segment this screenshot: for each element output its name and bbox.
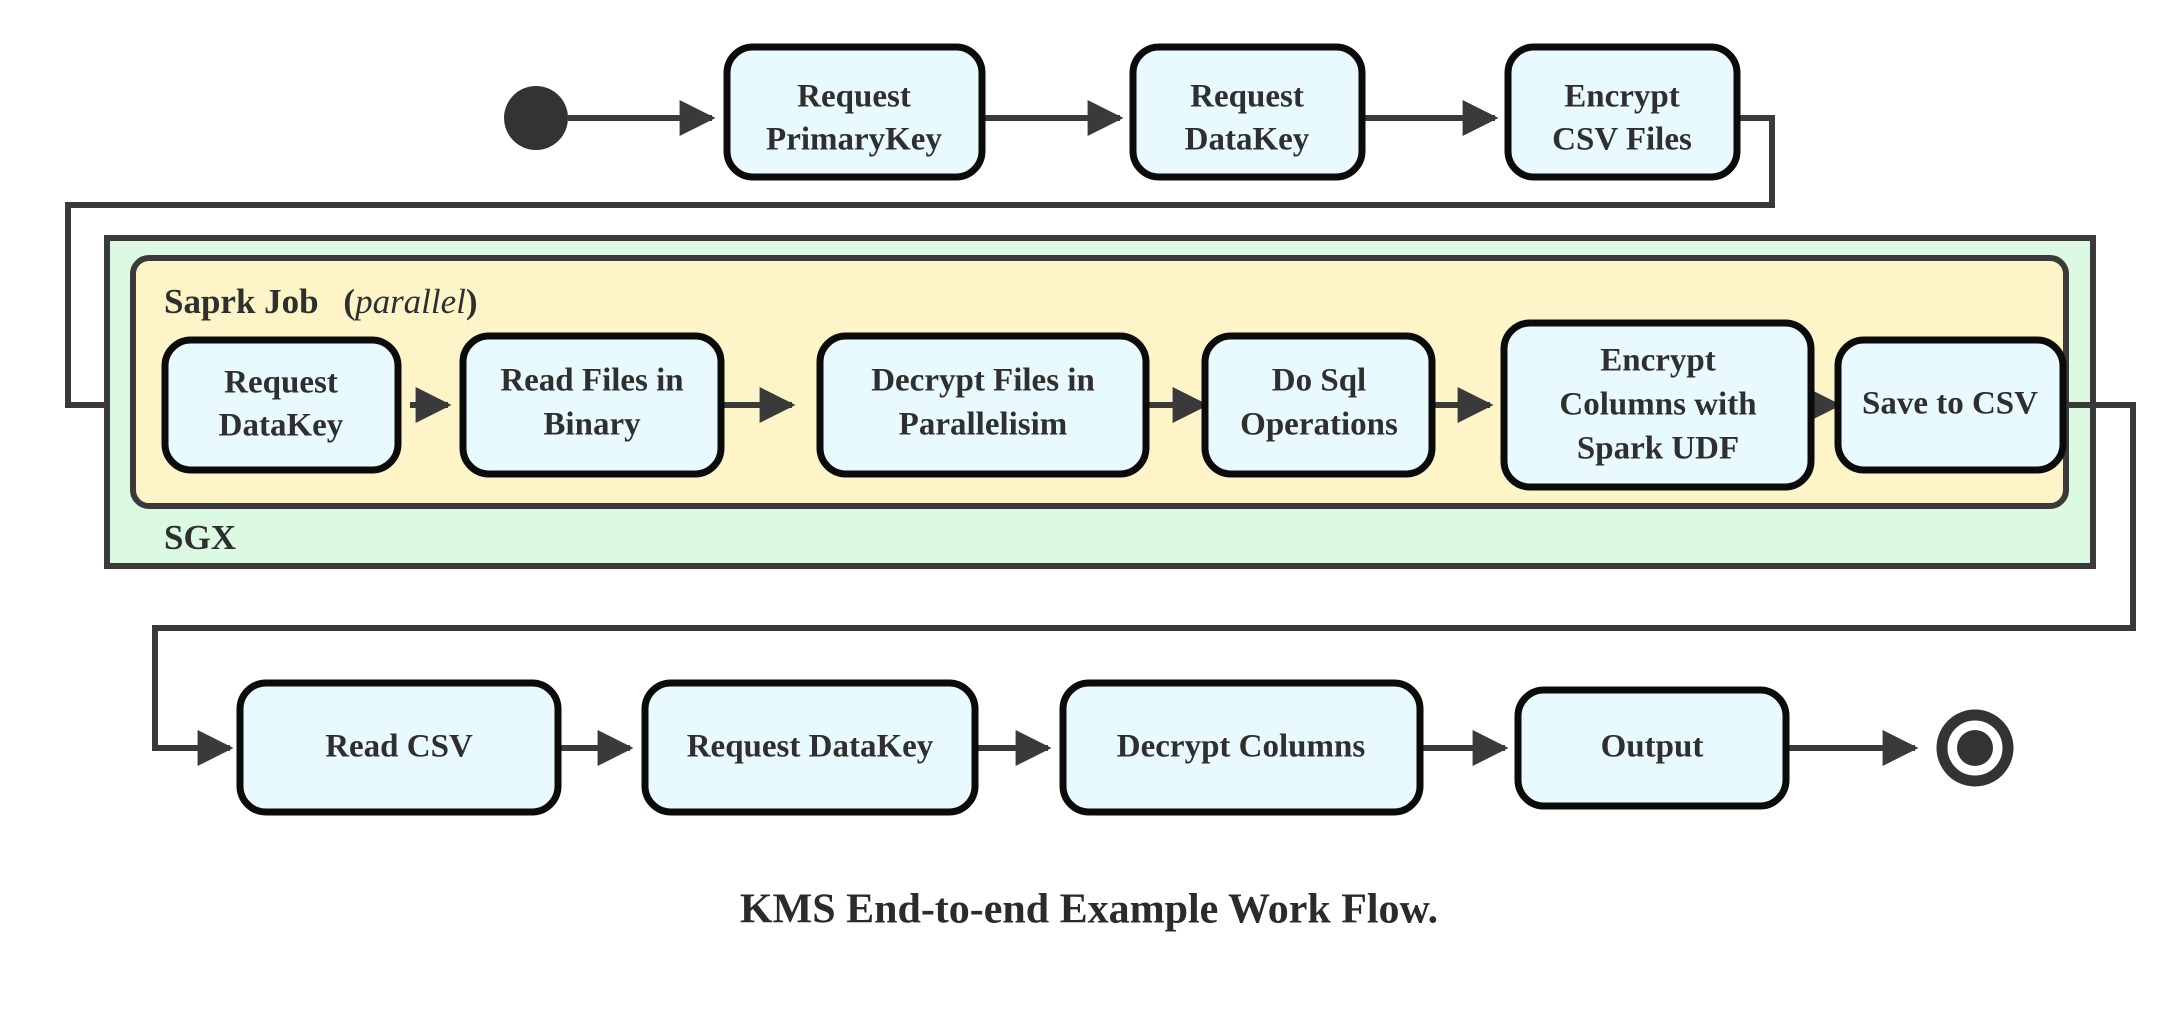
sgx-label: SGX [164,518,236,557]
node-do-sql-operations[interactable]: Do Sql Operations [1201,332,1436,478]
node-read-files-binary-line2: Binary [543,407,641,443]
node-request-datakey-top[interactable]: Request DataKey [1129,43,1366,181]
node-output[interactable]: Output [1514,686,1790,810]
node-request-primarykey-line1: Request [797,79,911,115]
diagram-caption: KMS End-to-end Example Work Flow. [740,887,1438,933]
node-request-primarykey[interactable]: Request PrimaryKey [723,43,986,181]
node-save-to-csv-box[interactable] [1834,336,2067,474]
node-read-files-binary[interactable]: Read Files in Binary [459,332,725,478]
node-encrypt-columns-udf-line1: Encrypt [1600,343,1716,379]
node-read-csv[interactable]: Read CSV [236,679,562,816]
node-output-box[interactable] [1514,686,1790,810]
end-node-icon [1936,709,2014,787]
edge-encrypt-csv-to-spark-datakey [65,115,1775,423]
node-output-line1: Output [1601,729,1704,765]
node-encrypt-csv-files[interactable]: Encrypt CSV Files [1504,43,1741,181]
edge-save-csv-to-read-csv [152,402,2136,766]
node-save-to-csv[interactable]: Save to CSV [1834,336,2067,474]
node-decrypt-columns[interactable]: Decrypt Columns [1059,679,1424,816]
node-request-datakey-top-box[interactable] [1129,43,1366,181]
node-encrypt-csv-files-box[interactable] [1504,43,1741,181]
node-read-files-binary-line1: Read Files in [500,363,683,399]
node-request-datakey-top-line2: DataKey [1185,122,1310,158]
node-encrypt-columns-udf-line3: Spark UDF [1577,431,1739,467]
node-request-primarykey-line2: PrimaryKey [766,122,942,158]
node-do-sql-operations-line1: Do Sql [1272,363,1366,399]
node-decrypt-files-parallel-line1: Decrypt Files in [871,363,1095,399]
node-do-sql-operations-line2: Operations [1240,407,1398,443]
node-read-files-binary-box[interactable] [459,332,725,478]
node-decrypt-columns-line1: Decrypt Columns [1117,729,1366,765]
spark-job-parallel-text: parallel [352,282,466,321]
node-request-datakey-spark-box[interactable] [161,336,402,474]
node-request-datakey-spark-line2: DataKey [219,408,344,444]
node-request-datakey-top-line1: Request [1190,79,1304,115]
start-node-icon [504,86,568,150]
node-decrypt-files-parallel-line2: Parallelisim [899,407,1068,443]
spark-job-label: Saprk Job (parallel) [164,282,478,321]
node-request-datakey-spark-line1: Request [224,365,338,401]
spark-job-paren-open: ( [343,282,355,321]
node-request-datakey-bottom-line1: Request DataKey [687,729,934,765]
node-decrypt-files-parallel-box[interactable] [816,332,1150,478]
spark-job-label-text: Saprk Job [164,282,319,321]
node-encrypt-csv-files-line2: CSV Files [1552,122,1692,158]
node-save-to-csv-line1: Save to CSV [1862,386,2038,422]
node-decrypt-columns-box[interactable] [1059,679,1424,816]
node-encrypt-columns-udf[interactable]: Encrypt Columns with Spark UDF [1500,319,1815,491]
node-decrypt-files-parallel[interactable]: Decrypt Files in Parallelisim [816,332,1150,478]
node-request-datakey-spark[interactable]: Request DataKey [161,336,402,474]
node-request-datakey-bottom-box[interactable] [641,679,979,816]
node-do-sql-operations-box[interactable] [1201,332,1436,478]
node-encrypt-csv-files-line1: Encrypt [1564,79,1680,115]
node-read-csv-line1: Read CSV [325,729,473,765]
node-request-primarykey-box[interactable] [723,43,986,181]
node-request-datakey-bottom[interactable]: Request DataKey [641,679,979,816]
node-encrypt-columns-udf-box[interactable] [1500,319,1815,491]
node-read-csv-box[interactable] [236,679,562,816]
spark-job-paren-close: ) [466,282,478,321]
node-encrypt-columns-udf-line2: Columns with [1559,387,1756,423]
